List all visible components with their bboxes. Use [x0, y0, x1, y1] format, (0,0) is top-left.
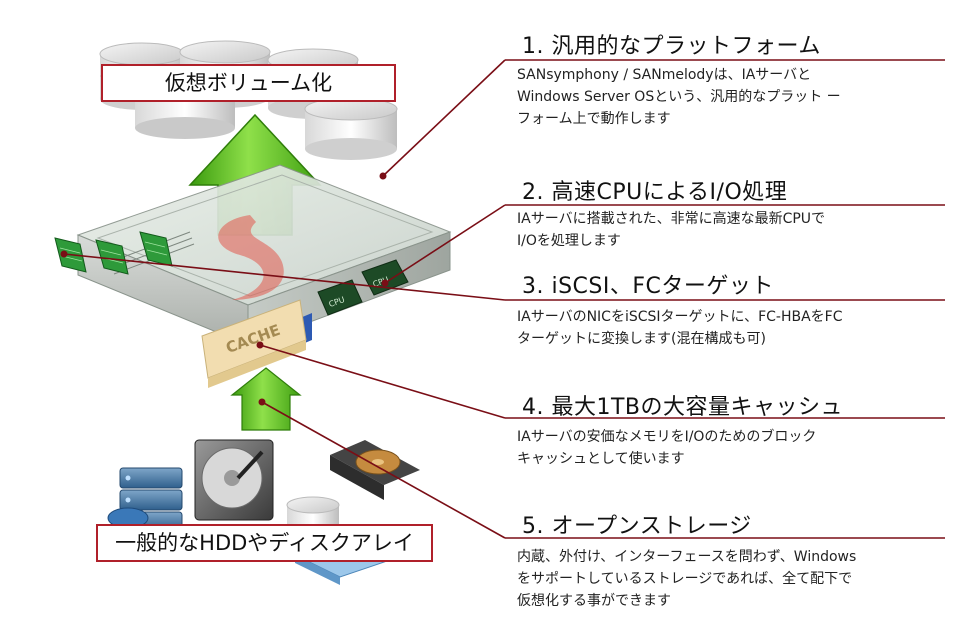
feature-desc-4: IAサーバの安価なメモリをI/Oのためのブロック キャッシュとして使います: [517, 426, 937, 470]
feature-desc-5-line-1: 内蔵、外付け、インターフェースを問わず、Windows: [517, 549, 857, 565]
storage-devices: [107, 439, 420, 585]
feature-desc-1: SANsymphony / SANmelodyは、IAサーバと Windows …: [517, 64, 937, 130]
pointer-lines: [63, 59, 945, 539]
pointer-dots: [60, 172, 389, 406]
pointer-line-3: [63, 253, 506, 301]
feature-desc-2-line-1: IAサーバに搭載された、非常に高速な最新CPUで: [517, 211, 826, 227]
feature-title-4: 4. 最大1TBの大容量キャッシュ: [522, 395, 844, 420]
feature-desc-4-line-2: キャッシュとして使います: [517, 451, 685, 467]
feature-desc-1-line-1: SANsymphony / SANmelodyは、IAサーバと: [517, 67, 812, 83]
feature-desc-1-line-2: Windows Server OSという、汎用的なプラット ー: [517, 89, 841, 105]
feature-title-2: 2. 高速CPUによるI/O処理: [522, 180, 788, 205]
feature-desc-3: IAサーバのNICをiSCSIターゲットに、FC-HBAをFC ターゲットに変換…: [517, 306, 937, 350]
feature-desc-5: 内蔵、外付け、インターフェースを問わず、Windows をサポートしているストレ…: [517, 546, 937, 612]
feature-desc-2: IAサーバに搭載された、非常に高速な最新CPUで I/Oを処理します: [517, 208, 937, 252]
feature-title-5: 5. オープンストレージ: [522, 514, 752, 539]
arrow-up-bottom: [230, 367, 302, 431]
feature-desc-2-line-2: I/Oを処理します: [517, 233, 621, 249]
rack-server-icon: [107, 467, 183, 531]
pointer-line-2: [384, 204, 506, 284]
cpu-chip-1: CPU: [317, 279, 363, 316]
hard-disk-icon: [194, 439, 274, 521]
feature-desc-1-line-3: フォーム上で動作します: [517, 111, 671, 127]
feature-title-3: 3. iSCSI、FCターゲット: [522, 274, 774, 299]
feature-desc-4-line-1: IAサーバの安価なメモリをI/Oのためのブロック: [517, 429, 817, 445]
feature-desc-3-line-2: ターゲットに変換します(混在構成も可): [517, 331, 766, 347]
feature-desc-5-line-3: 仮想化する事ができます: [517, 593, 671, 609]
pointer-line-1: [382, 59, 506, 177]
feature-desc-5-line-2: をサポートしているストレージであれば、全て配下で: [517, 571, 853, 587]
pointer-line-5: [261, 401, 506, 539]
tilted-hard-disk-icon: [330, 440, 420, 500]
storage-label: 一般的なHDDやディスクアレイ: [96, 524, 433, 562]
feature-desc-3-line-1: IAサーバのNICをiSCSIターゲットに、FC-HBAをFC: [517, 309, 843, 325]
feature-title-1: 1. 汎用的なプラットフォーム: [522, 34, 821, 59]
pointer-line-4: [259, 344, 506, 419]
virtual-volume-label: 仮想ボリューム化: [101, 64, 396, 102]
